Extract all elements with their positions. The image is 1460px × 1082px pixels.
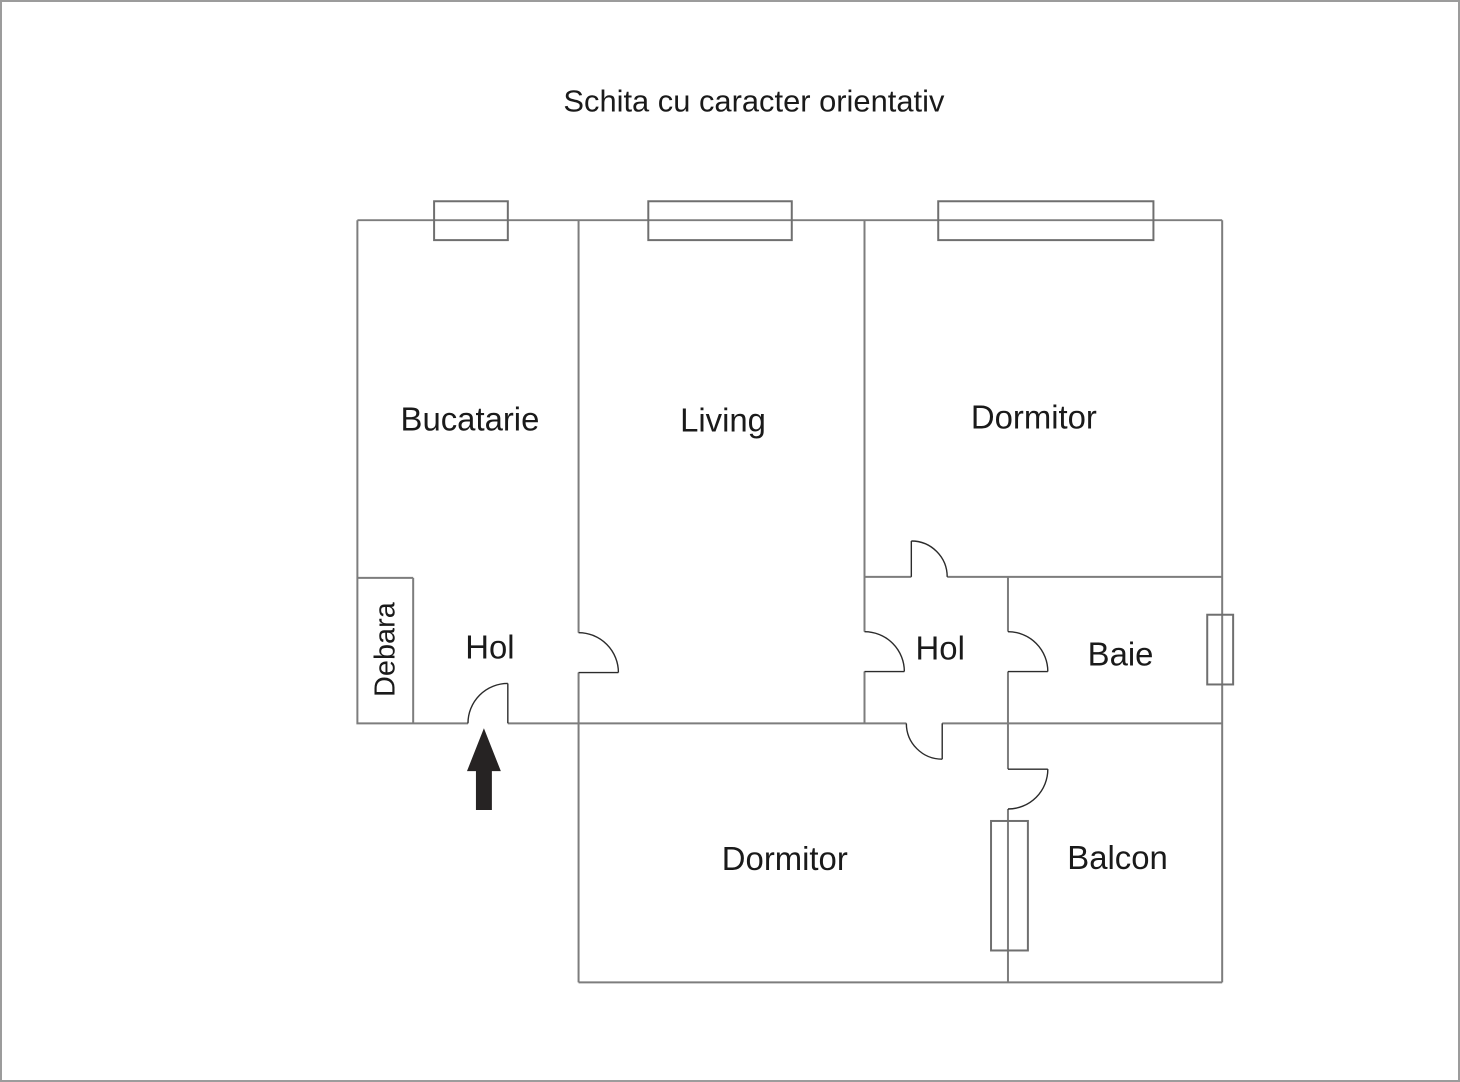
room-label-dormitor-bottom: Dormitor (722, 840, 848, 877)
room-label-living: Living (680, 401, 766, 438)
room-label-hol-left: Hol (465, 629, 514, 666)
window-symbol-living (647, 200, 793, 242)
door-symbol-hol2-dormitor-top (910, 540, 948, 577)
window-symbol-dormitor-top (937, 200, 1155, 242)
door-symbol-hol-living (578, 631, 620, 674)
walls (356, 219, 1224, 984)
room-label-balcon: Balcon (1067, 839, 1167, 876)
door-symbol-balcon (1007, 768, 1049, 810)
room-label-baie: Baie (1088, 636, 1154, 673)
room-label-hol-right: Hol (916, 630, 965, 667)
room-labels: Schita cu caracter orientativ Bucatarie … (369, 84, 1168, 877)
room-label-debara: Debara (369, 601, 401, 697)
room-label-dormitor-top: Dormitor (971, 398, 1097, 435)
door-symbol-hol2-dormitor-bottom (905, 723, 943, 760)
doors (467, 540, 1049, 810)
wall-outline (356, 219, 1224, 984)
door-symbol-living-hol2 (864, 630, 906, 673)
entrance-arrow-icon (466, 728, 501, 811)
windows (433, 200, 1235, 952)
door-symbol-entrance (467, 682, 509, 724)
door-symbol-hol2-baie (1007, 630, 1049, 673)
plan-title: Schita cu caracter orientativ (563, 84, 945, 119)
room-label-bucatarie: Bucatarie (401, 400, 540, 437)
window-symbol-bucatarie (433, 200, 509, 242)
window-symbol-balcon (990, 819, 1029, 952)
window-symbol-baie (1206, 613, 1235, 686)
